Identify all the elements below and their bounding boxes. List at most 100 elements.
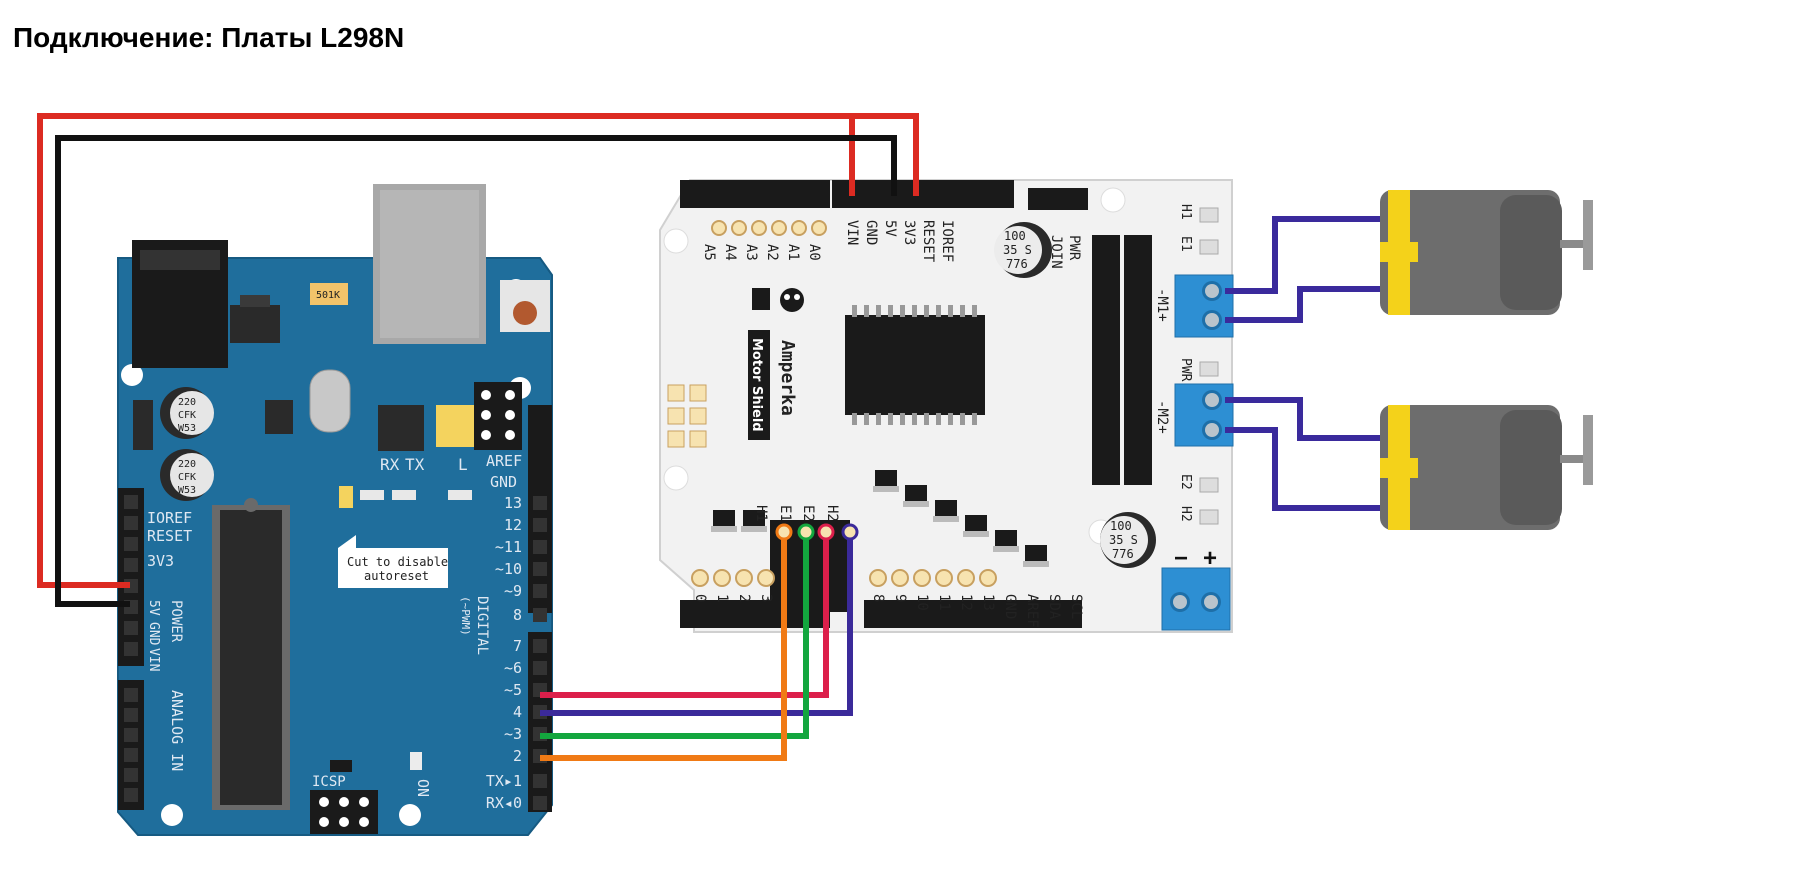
shield-digital-pin-label: 12: [958, 594, 974, 611]
svg-text:100: 100: [1004, 229, 1026, 243]
digital-pin-label: 12: [504, 516, 522, 534]
pad: [811, 220, 827, 236]
chip-pin: [876, 305, 881, 317]
digital-pin-label: ~6: [504, 659, 522, 677]
digital-pin-label: 4: [513, 703, 522, 721]
status-led: [1199, 239, 1219, 255]
power-header: [118, 488, 144, 666]
transistor: [995, 530, 1017, 546]
svg-text:CFK: CFK: [178, 410, 196, 421]
wire-vin: [849, 113, 916, 196]
terminal-plus-label: +: [1203, 545, 1217, 572]
pad: [869, 569, 887, 587]
led-label: E2: [1178, 474, 1193, 490]
chip-pin: [888, 305, 893, 317]
led-label: E1: [1178, 236, 1193, 252]
control-label-h2: H2: [824, 505, 840, 522]
pad: [935, 569, 953, 587]
l-led-label: L: [458, 455, 468, 474]
pad: [731, 220, 747, 236]
wire-end: [797, 523, 815, 541]
digital-pin-label: ~5: [504, 681, 522, 699]
pad: [751, 220, 767, 236]
header-pin: [533, 540, 547, 554]
digital-pin-label: ~9: [504, 582, 522, 600]
wire-pin4-h2: [540, 532, 853, 716]
wire-pin2-h1: [540, 532, 787, 761]
wire-gnd: [55, 135, 897, 607]
icsp-label: ICSP: [312, 774, 346, 790]
control-label-h1: H1: [753, 505, 769, 522]
header-pin: [124, 708, 138, 722]
shield-analog-pin-label: A2: [764, 244, 780, 261]
chip-pin: [900, 305, 905, 317]
chip-pin: [912, 413, 917, 425]
status-led: [1199, 207, 1219, 223]
header-pin: [533, 518, 547, 532]
svg-text:CFK: CFK: [178, 472, 196, 483]
terminal-m1: -M1+: [1154, 274, 1234, 338]
pad: [791, 220, 807, 236]
status-led: [1199, 477, 1219, 493]
pad: [711, 220, 727, 236]
pad: [691, 569, 709, 587]
shield-capacitor-top: 100 35 S 776: [994, 222, 1052, 278]
header-pin: [124, 768, 138, 782]
header-pin: [533, 608, 547, 622]
chip-pin: [876, 413, 881, 425]
chip-pin: [852, 305, 857, 317]
header-pin: [124, 621, 138, 635]
mounting-hole: [399, 804, 421, 826]
shield-digital-pin-label: GND: [1002, 594, 1018, 619]
digital-pin-label: ~11: [495, 538, 522, 556]
chip-pin: [852, 413, 857, 425]
arduino-capacitor: 220 CFK W53: [160, 387, 214, 439]
shield-digital-pin-label: 13: [980, 594, 996, 611]
header-pin: [533, 562, 547, 576]
wire-end: [817, 523, 835, 541]
header-pin: [124, 688, 138, 702]
header-pin: [124, 728, 138, 742]
tx-label: TX: [405, 455, 425, 474]
chip-pin: [948, 305, 953, 317]
pad: [957, 569, 975, 587]
motor2-label: -M2+: [1154, 400, 1170, 434]
wire-motor2-b: [1225, 427, 1380, 511]
chip-pin: [972, 413, 977, 425]
svg-text:776: 776: [1112, 547, 1134, 561]
shield-capacitor-bottom: 100 35 S 776: [1100, 512, 1156, 568]
shield-digital-pin-label: 0: [692, 594, 708, 602]
chip-pin: [936, 413, 941, 425]
join-label: JOIN: [1048, 235, 1064, 269]
svg-text:Cut to disable: Cut to disable: [347, 555, 448, 569]
digital-section-label: DIGITAL: [474, 596, 490, 655]
pad: [771, 220, 787, 236]
l298-driver-chip: [845, 315, 985, 415]
svg-text:220: 220: [178, 459, 196, 470]
svg-text:W53: W53: [178, 485, 196, 496]
dc-motor-1: [1380, 190, 1593, 315]
svg-text:autoreset: autoreset: [364, 569, 429, 583]
chip-pin: [960, 413, 965, 425]
led-label: H1: [1178, 204, 1193, 220]
power-pin-label: RESET: [147, 527, 192, 545]
digital-pin-label: RX◂0: [486, 794, 522, 812]
shield-brand: Amperka: [777, 340, 798, 416]
mounting-hole: [1100, 187, 1126, 213]
header-pin: [124, 516, 138, 530]
shield-power-pin-label: 5V: [882, 220, 898, 237]
arduino-uno-board: 501K 220 CFK W53 220 CFK W53: [117, 184, 553, 836]
svg-text:220: 220: [178, 397, 196, 408]
power-pin-label: VIN: [146, 648, 161, 671]
mounting-hole: [161, 804, 183, 826]
svg-text:35 S: 35 S: [1003, 243, 1032, 257]
status-led: [1199, 509, 1219, 525]
digital-pin-label: 7: [513, 637, 522, 655]
chip-pin: [888, 413, 893, 425]
pad: [891, 569, 909, 587]
chip-pin: [936, 305, 941, 317]
header-pin: [533, 661, 547, 675]
header-pin: [124, 788, 138, 802]
transistor: [713, 510, 735, 526]
